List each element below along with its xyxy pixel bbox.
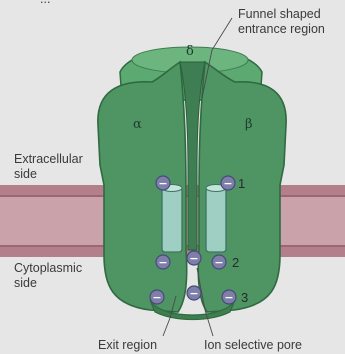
svg-text:−: − (158, 177, 167, 190)
alpha-label: α (133, 117, 142, 132)
svg-text:−: − (158, 256, 167, 269)
ring-3-label: 3 (241, 290, 248, 305)
ring-1-label: 1 (238, 176, 245, 191)
svg-text:−: − (189, 287, 198, 300)
right-helix (206, 188, 226, 252)
beta-label: β (245, 117, 253, 132)
exit-region-label: Exit region (98, 338, 157, 352)
ion-selective-pore-label: Ion selective pore (204, 338, 302, 352)
svg-text:−: − (152, 291, 161, 304)
extracellular-side-label: Extracellular side (14, 152, 86, 181)
svg-text:−: − (223, 177, 232, 190)
funnel-entrance-label: Funnel shaped entrance region (238, 7, 325, 36)
top-partial-caption: ... (40, 0, 50, 6)
svg-text:−: − (224, 291, 233, 304)
channel-protein (98, 47, 286, 320)
cytoplasmic-side-label: Cytoplasmic side (14, 261, 86, 290)
ring-2-label: 2 (232, 255, 239, 270)
delta-label: δ (186, 44, 194, 59)
left-helix (162, 188, 182, 252)
svg-text:−: − (189, 252, 198, 265)
svg-text:−: − (214, 256, 223, 269)
